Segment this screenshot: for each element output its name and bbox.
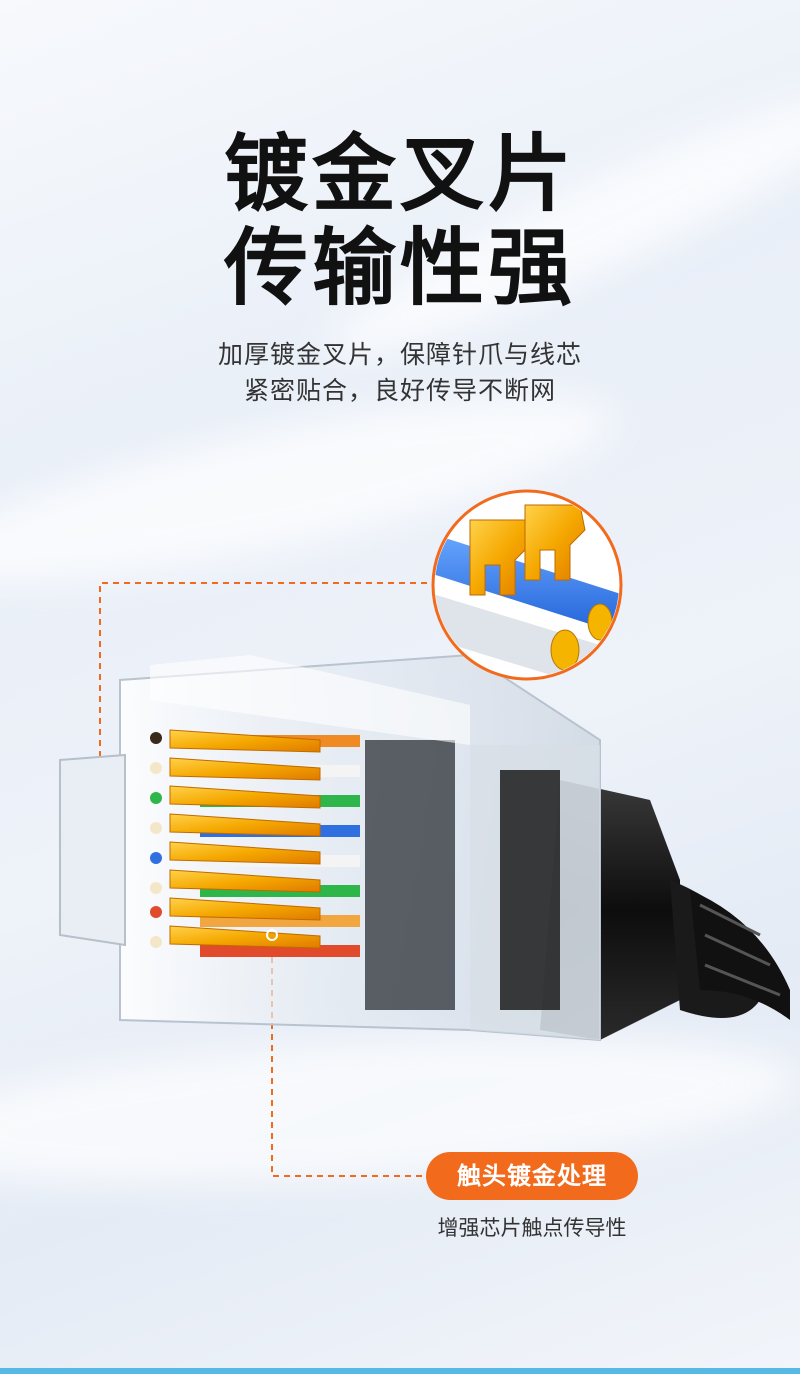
description-line-2: 紧密贴合，良好传导不断网 — [243, 376, 556, 405]
callout-description: 增强芯片触点传导性 — [437, 1216, 627, 1240]
headline-line-2: 传输性强 — [223, 219, 576, 317]
description-line-1: 加厚镀金叉片，保障针爪与线芯 — [217, 340, 582, 369]
callout-anchor — [266, 929, 278, 941]
connector-body — [59, 653, 601, 1042]
gold-blades — [169, 729, 321, 949]
callout-label: 触头镀金处理 — [426, 1152, 638, 1200]
wire-ends — [150, 732, 162, 948]
headline-line-1: 镀金叉片 — [223, 125, 576, 223]
gold-blade-zoom — [431, 489, 623, 681]
bottom-accent-bar — [0, 1368, 800, 1374]
